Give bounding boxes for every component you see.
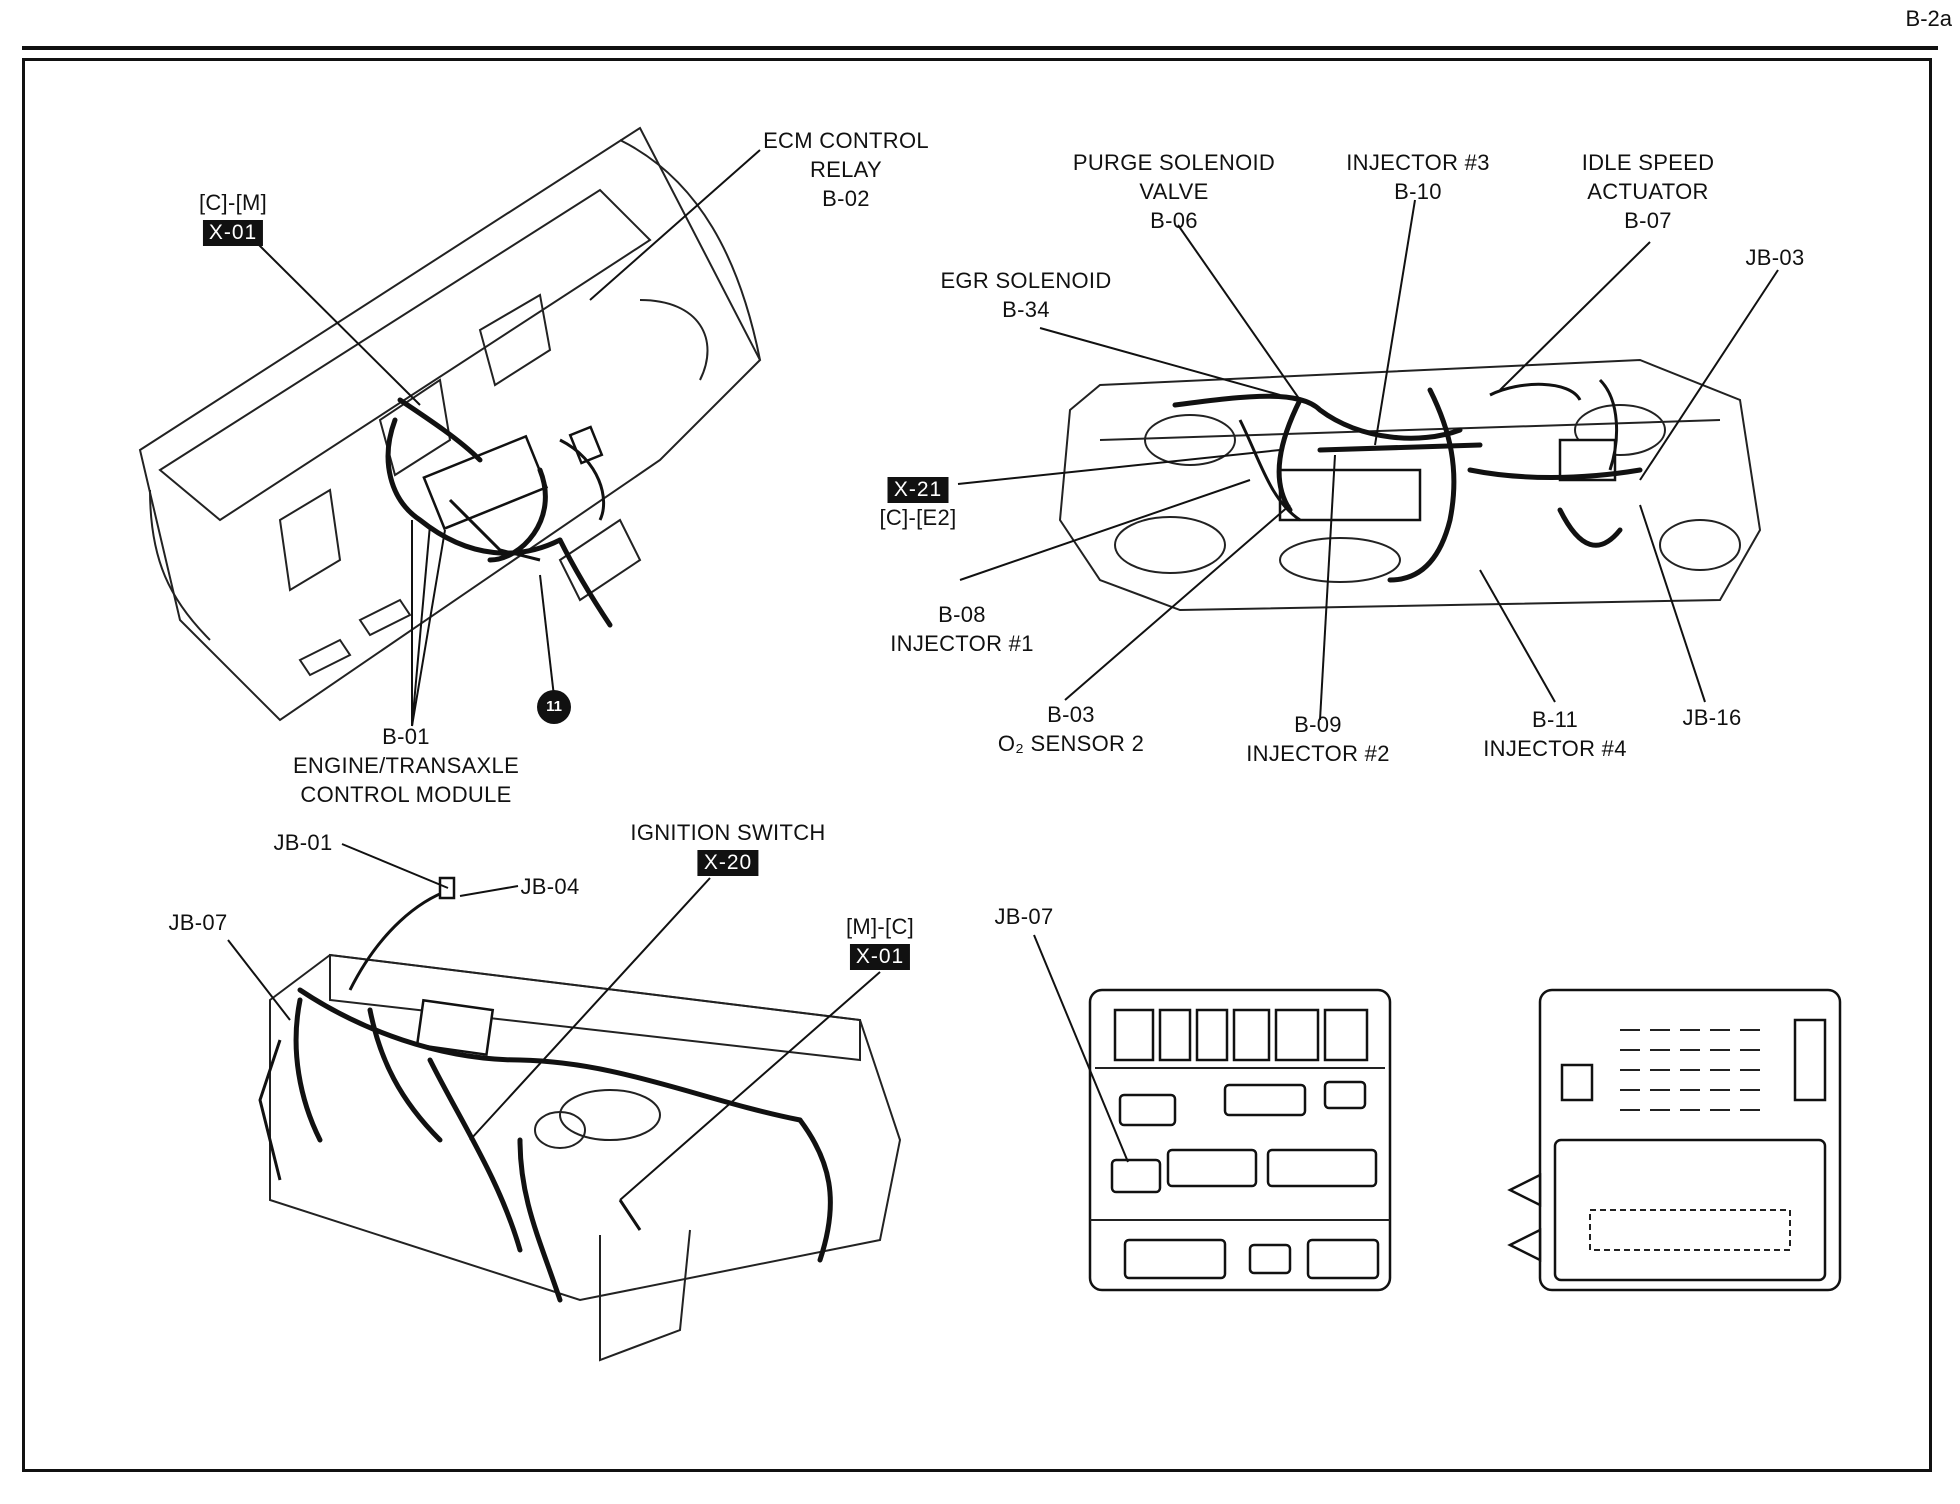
injector1-label: B-08 INJECTOR #1 [890, 602, 1034, 656]
o2-sensor-label: B-03 O₂ SENSOR 2 [997, 702, 1145, 756]
x01-dash-tag: X-01 [849, 944, 911, 970]
top-rule [22, 46, 1938, 50]
engine-bay-drawing [1058, 358, 1762, 612]
engine-leaders [957, 199, 1779, 721]
jb07-box-label: JB-07 [994, 904, 1054, 929]
junction-box-rear [1507, 988, 1842, 1292]
jb04-label: JB-04 [520, 874, 580, 899]
ground-marker: 11 [537, 690, 571, 724]
dash-leaders [227, 843, 881, 1201]
ecm-floor-drawing [138, 126, 762, 722]
x20-tag: X-20 [697, 850, 759, 876]
page-id: B-2a [1905, 6, 1952, 31]
x21-tag: X-21 [887, 477, 949, 503]
cm-connector-label: [C]-[M] X-01 [198, 190, 268, 246]
injector4-label: B-11 INJECTOR #4 [1483, 707, 1627, 761]
jb03-label: JB-03 [1745, 245, 1805, 270]
ce2-connector-label: X-21 [C]-[E2] [879, 477, 957, 530]
mc-connector-label: [M]-[C] X-01 [845, 914, 915, 970]
ecm-relay-label: ECM CONTROL RELAY B-02 [763, 128, 929, 211]
injector2-label: B-09 INJECTOR #2 [1246, 712, 1390, 766]
jb16-label: JB-16 [1682, 705, 1742, 730]
injector3-label: INJECTOR #3 B-10 [1346, 150, 1490, 204]
x01-tag: X-01 [202, 220, 264, 246]
ignition-switch-label: IGNITION SWITCH X-20 [630, 820, 826, 876]
jb01-label: JB-01 [273, 830, 333, 855]
ecm-module-label: B-01 ENGINE/TRANSAXLE CONTROL MODULE [292, 724, 520, 807]
idle-speed-label: IDLE SPEED ACTUATOR B-07 [1581, 150, 1715, 233]
diagram-frame [22, 58, 1932, 1472]
dashboard-drawing [258, 876, 902, 1362]
egr-solenoid-label: EGR SOLENOID B-34 [940, 268, 1112, 322]
junction-box-front [1033, 934, 1392, 1292]
purge-valve-label: PURGE SOLENOID VALVE B-06 [1072, 150, 1276, 233]
ecm-leaders [257, 149, 761, 727]
jb07-dash-label: JB-07 [168, 910, 228, 935]
